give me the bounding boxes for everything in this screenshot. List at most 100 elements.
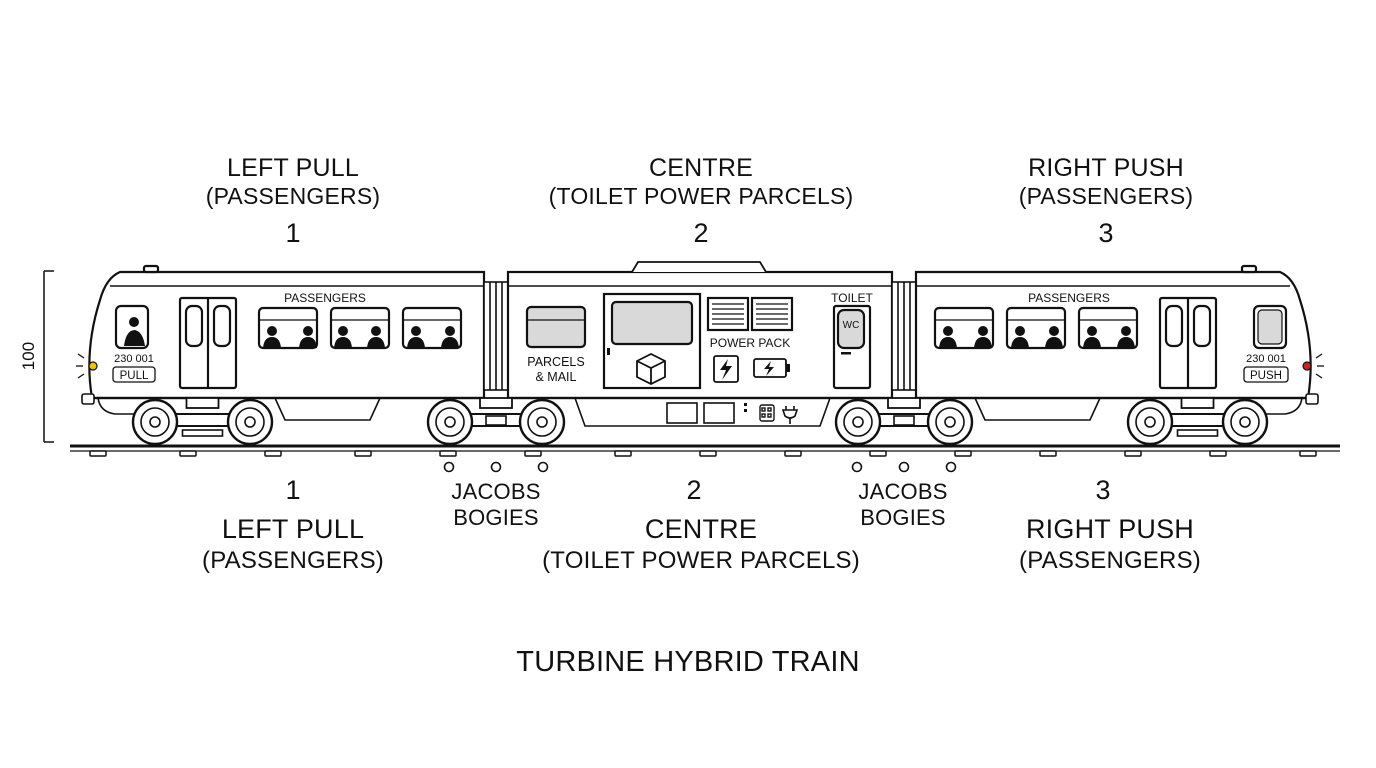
top-label-car3-title: RIGHT PUSH — [1028, 154, 1184, 182]
bottom-number-car2: 2 — [686, 475, 702, 505]
sleeper — [89, 450, 107, 457]
bogie-bolster — [185, 397, 220, 409]
wheel-hub — [149, 416, 161, 428]
jacobs-indicator-dots — [443, 461, 957, 473]
car-left-pull — [81, 264, 486, 421]
passenger-body — [334, 337, 352, 348]
car1-passengers-label: PASSENGERS — [284, 291, 366, 305]
top-label-car1-subtitle: (PASSENGERS) — [205, 183, 381, 209]
passenger-body — [407, 337, 425, 348]
sleeper — [1039, 450, 1057, 457]
grille-lines — [712, 303, 788, 325]
wheel-hub — [944, 416, 956, 428]
passenger-body — [299, 337, 317, 348]
bogie-bolster — [1180, 397, 1215, 409]
wheel-rim — [1135, 407, 1165, 437]
top-label-car2-title: CENTRE — [649, 154, 753, 182]
passenger-body — [1011, 337, 1029, 348]
top-number-car3: 3 — [1098, 218, 1114, 248]
gangway-left — [483, 281, 509, 391]
sleeper — [614, 450, 632, 457]
top-number-car2: 2 — [693, 218, 709, 248]
passenger-body — [1117, 337, 1135, 348]
passenger-head — [267, 326, 277, 336]
wheel-rim — [435, 407, 465, 437]
bogie-bolster — [887, 397, 921, 409]
jacobs-bogies-label-right: JACOBS BOGIES — [858, 479, 947, 531]
bottom-label-car3: RIGHT PUSH (PASSENGERS) — [1019, 514, 1201, 576]
bottom-label-car2-subtitle: (TOILET POWER PARCELS) — [542, 547, 860, 574]
taillight — [1302, 361, 1312, 371]
wc-label: WC — [843, 320, 860, 331]
pull-badge-label: PULL — [120, 370, 149, 382]
wheel-hub — [1239, 416, 1251, 428]
top-label-car3: RIGHT PUSH (PASSENGERS) — [1019, 154, 1194, 210]
passenger-head — [1049, 326, 1059, 336]
sleeper — [1209, 450, 1227, 457]
parcels-label-line2: & MAIL — [536, 370, 577, 384]
passenger-body — [1083, 337, 1101, 348]
passenger-body — [939, 337, 957, 348]
top-label-car3-subtitle: (PASSENGERS) — [1018, 183, 1194, 209]
bottom-label-car1-subtitle: (PASSENGERS) — [202, 547, 384, 574]
jacobs-bogies-label-left: JACOBS BOGIES — [451, 479, 540, 531]
passenger-head — [1087, 326, 1097, 336]
passenger-head — [1015, 326, 1025, 336]
door-handles — [607, 348, 851, 412]
bogie-step — [1176, 429, 1219, 437]
sleeper — [1299, 450, 1317, 457]
jacobs-label-right-line1: JACOBS — [858, 479, 948, 504]
passenger-body — [1045, 337, 1063, 348]
car1-unit-number: 230 001 — [114, 353, 154, 365]
jacobs-pivot — [485, 415, 507, 426]
jacobs-label-right-line2: BOGIES — [860, 505, 946, 530]
wheel-rim — [527, 407, 557, 437]
passenger-head — [445, 326, 455, 336]
wheel-hub — [244, 416, 256, 428]
plug-icon — [781, 406, 799, 424]
diagram-title: TURBINE HYBRID TRAIN — [516, 646, 860, 678]
sleeper — [524, 450, 542, 457]
passenger-body — [441, 337, 459, 348]
wheel-rim — [843, 407, 873, 437]
track — [70, 444, 1340, 457]
passenger-head — [411, 326, 421, 336]
sleeper — [264, 450, 282, 457]
wheel-rim — [935, 407, 965, 437]
bogies — [131, 397, 1269, 446]
sleeper — [784, 450, 802, 457]
lightning-icon — [713, 355, 739, 383]
bottom-label-car3-title: RIGHT PUSH — [1025, 514, 1195, 544]
socket-icon — [761, 407, 772, 418]
top-label-car2-subtitle: (TOILET POWER PARCELS) — [548, 183, 854, 209]
dimension-label: 100 — [19, 342, 38, 370]
bottom-label-car1-title: LEFT PULL — [221, 514, 365, 544]
parcels-label-line1: PARCELS — [527, 355, 584, 369]
wheel-hub — [536, 416, 548, 428]
jacobs-label-left-line1: JACOBS — [451, 479, 541, 504]
passenger-silhouettes — [939, 326, 1135, 348]
sleeper — [179, 450, 197, 457]
top-number-car1: 1 — [285, 218, 301, 248]
passenger-head — [338, 326, 348, 336]
height-dimension — [43, 270, 54, 443]
bogie-step — [181, 429, 224, 437]
headlight — [88, 361, 98, 371]
bottom-label-car2-title: CENTRE — [644, 514, 758, 544]
push-badge-label: PUSH — [1250, 370, 1282, 382]
car3-unit-number: 230 001 — [1246, 353, 1286, 365]
sleeper — [439, 450, 457, 457]
passenger-head — [303, 326, 313, 336]
wheel-rim — [140, 407, 170, 437]
passenger-head — [371, 326, 381, 336]
battery-icon — [753, 358, 790, 378]
bottom-label-car1: LEFT PULL (PASSENGERS) — [202, 514, 384, 576]
top-label-car1: LEFT PULL (PASSENGERS) — [206, 154, 381, 210]
bottom-label-car3-subtitle: (PASSENGERS) — [1019, 547, 1201, 574]
passenger-silhouettes — [263, 326, 459, 348]
wheel-hub — [1144, 416, 1156, 428]
wheel-hub — [852, 416, 864, 428]
passenger-head — [943, 326, 953, 336]
top-label-car1-title: LEFT PULL — [227, 154, 359, 182]
